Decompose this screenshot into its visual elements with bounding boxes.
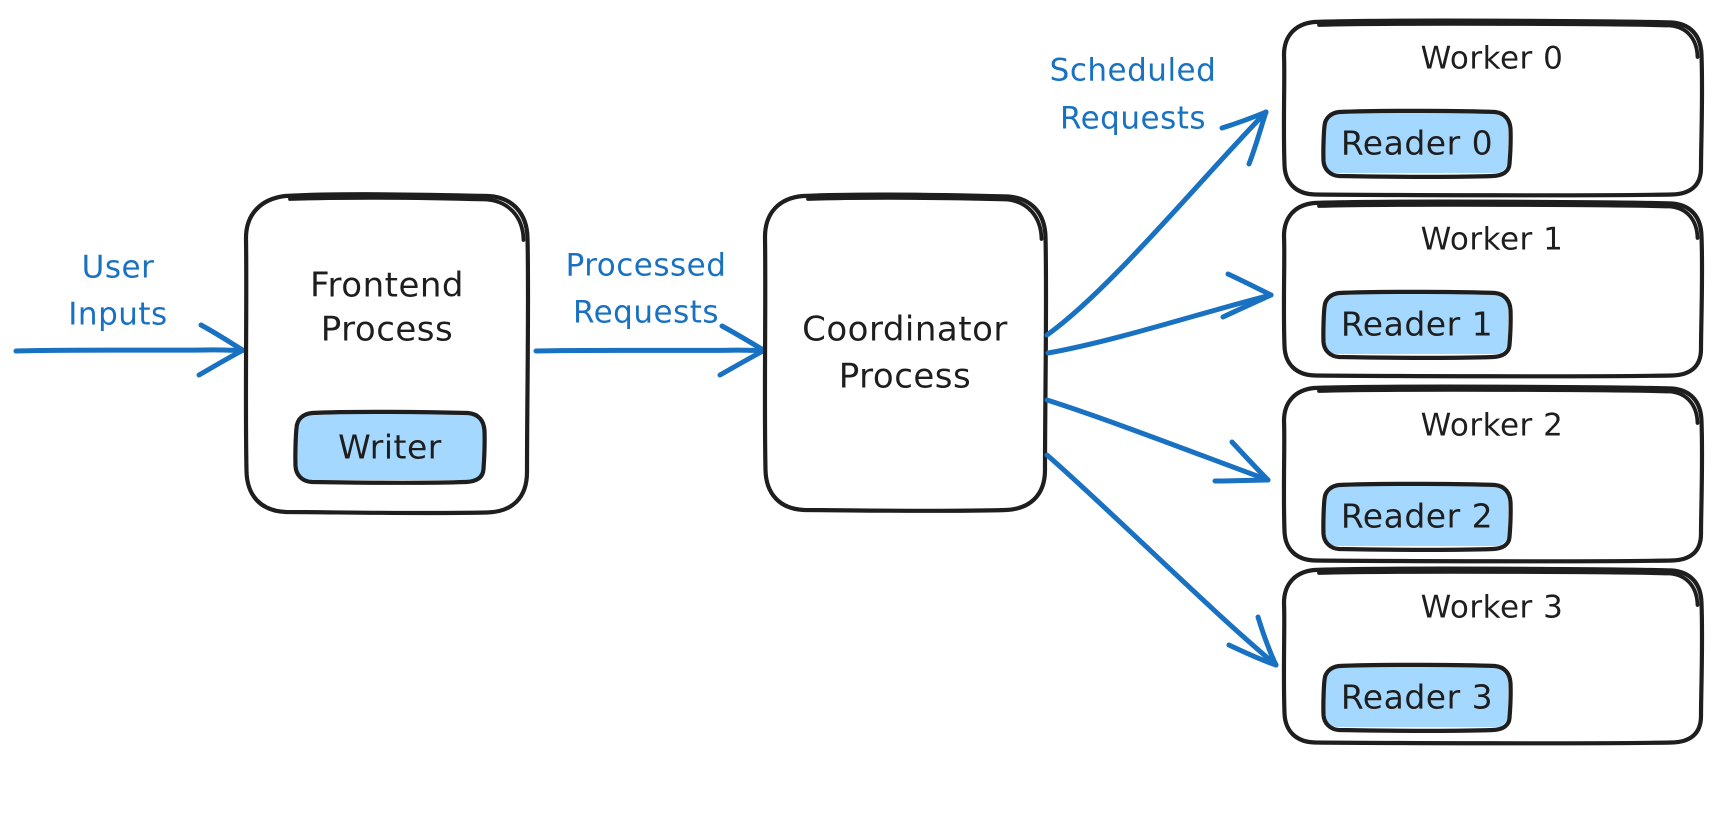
worker-1-title: Worker 1	[1421, 222, 1564, 258]
coordinator-process-label-line1: Coordinator	[802, 310, 1008, 350]
node-worker-3[interactable]: Worker 3 Reader 3	[1281, 566, 1705, 746]
reader-2-chip-border	[1321, 481, 1513, 552]
scheduled-arrow-1-head-upper	[1225, 271, 1274, 298]
reader-2-chip-label: Reader 2	[1341, 497, 1493, 536]
scheduled-arrow-3-head-lower	[1226, 642, 1279, 668]
label-scheduled-requests: Scheduled Requests	[1050, 53, 1217, 137]
scheduled-requests-label-line1: Scheduled	[1050, 53, 1217, 89]
processed-requests-label-line1: Processed	[566, 248, 727, 284]
frontend-process-label-line1: Frontend	[310, 266, 464, 306]
worker-2-border-overstroke	[1317, 387, 1700, 425]
processed-requests-label-line2: Requests	[573, 295, 719, 331]
worker-0-title: Worker 0	[1421, 41, 1564, 77]
writer-chip-label: Writer	[338, 428, 442, 467]
chip-reader-0[interactable]: Reader 0	[1321, 108, 1513, 179]
worker-0-border	[1281, 18, 1705, 198]
scheduled-arrow-3-line	[1044, 452, 1279, 668]
label-user-inputs: User Inputs	[68, 250, 167, 333]
reader-1-chip-border	[1321, 289, 1513, 360]
reader-0-chip-border	[1321, 108, 1513, 179]
processed-requests-arrow-head-upper	[719, 323, 767, 353]
node-worker-1[interactable]: Worker 1 Reader 1	[1281, 199, 1705, 379]
node-worker-0[interactable]: Worker 0 Reader 0	[1281, 18, 1705, 198]
worker-3-title: Worker 3	[1421, 590, 1564, 626]
user-inputs-label-line1: User	[82, 250, 155, 286]
chip-writer[interactable]: Writer	[293, 409, 487, 485]
chip-reader-1[interactable]: Reader 1	[1321, 289, 1513, 360]
frontend-process-border-overstroke	[288, 195, 526, 242]
reader-3-chip-label: Reader 3	[1341, 678, 1493, 717]
reader-2-chip-fill	[1325, 486, 1508, 546]
scheduled-arrow-0-head-upper	[1219, 109, 1269, 131]
coordinator-process-label-line2: Process	[839, 357, 971, 397]
user-inputs-arrow-line	[13, 347, 246, 354]
writer-chip-fill	[297, 414, 483, 480]
user-inputs-label-line2: Inputs	[68, 297, 167, 333]
scheduled-requests-label-line2: Requests	[1060, 101, 1206, 137]
reader-0-chip-fill	[1325, 113, 1508, 173]
worker-2-title: Worker 2	[1421, 408, 1564, 444]
frontend-process-border	[243, 192, 531, 516]
worker-0-border-overstroke	[1317, 21, 1700, 59]
worker-3-border-overstroke	[1317, 569, 1700, 607]
edge-processed-requests	[533, 323, 767, 378]
chip-reader-2[interactable]: Reader 2	[1321, 481, 1513, 552]
user-inputs-arrow-head-lower	[196, 347, 246, 378]
coordinator-process-border	[762, 192, 1049, 513]
reader-0-chip-label: Reader 0	[1341, 124, 1493, 163]
node-coordinator-process[interactable]: Coordinator Process	[762, 192, 1049, 513]
worker-3-border	[1281, 566, 1705, 746]
writer-chip-border	[293, 409, 487, 485]
processed-requests-arrow-line	[533, 347, 767, 354]
reader-1-chip-fill	[1325, 294, 1508, 354]
worker-2-border	[1281, 384, 1705, 564]
worker-1-border	[1281, 199, 1705, 379]
edge-user-inputs	[13, 322, 246, 378]
user-inputs-arrow-head-upper	[198, 322, 246, 353]
worker-1-border-overstroke	[1317, 202, 1700, 240]
node-worker-2[interactable]: Worker 2 Reader 2	[1281, 384, 1705, 564]
processed-requests-arrow-head-lower	[717, 347, 767, 378]
reader-3-chip-border	[1321, 662, 1513, 733]
label-processed-requests: Processed Requests	[566, 248, 727, 331]
scheduled-arrow-0-line	[1044, 109, 1269, 338]
reader-3-chip-fill	[1325, 667, 1508, 727]
scheduled-arrow-1-head-lower	[1220, 292, 1274, 320]
scheduled-arrow-2-head-lower	[1212, 477, 1271, 484]
frontend-process-label-line2: Process	[321, 310, 453, 350]
scheduled-arrow-2-line	[1044, 397, 1271, 483]
reader-1-chip-label: Reader 1	[1341, 305, 1493, 344]
scheduled-arrow-1-line	[1045, 292, 1274, 356]
edge-scheduled-requests	[1044, 109, 1279, 668]
coordinator-process-border-overstroke	[806, 195, 1044, 241]
chip-reader-3[interactable]: Reader 3	[1321, 662, 1513, 733]
node-frontend-process[interactable]: Frontend Process Writer	[243, 192, 531, 516]
scheduled-arrow-0-head-lower	[1246, 109, 1269, 167]
